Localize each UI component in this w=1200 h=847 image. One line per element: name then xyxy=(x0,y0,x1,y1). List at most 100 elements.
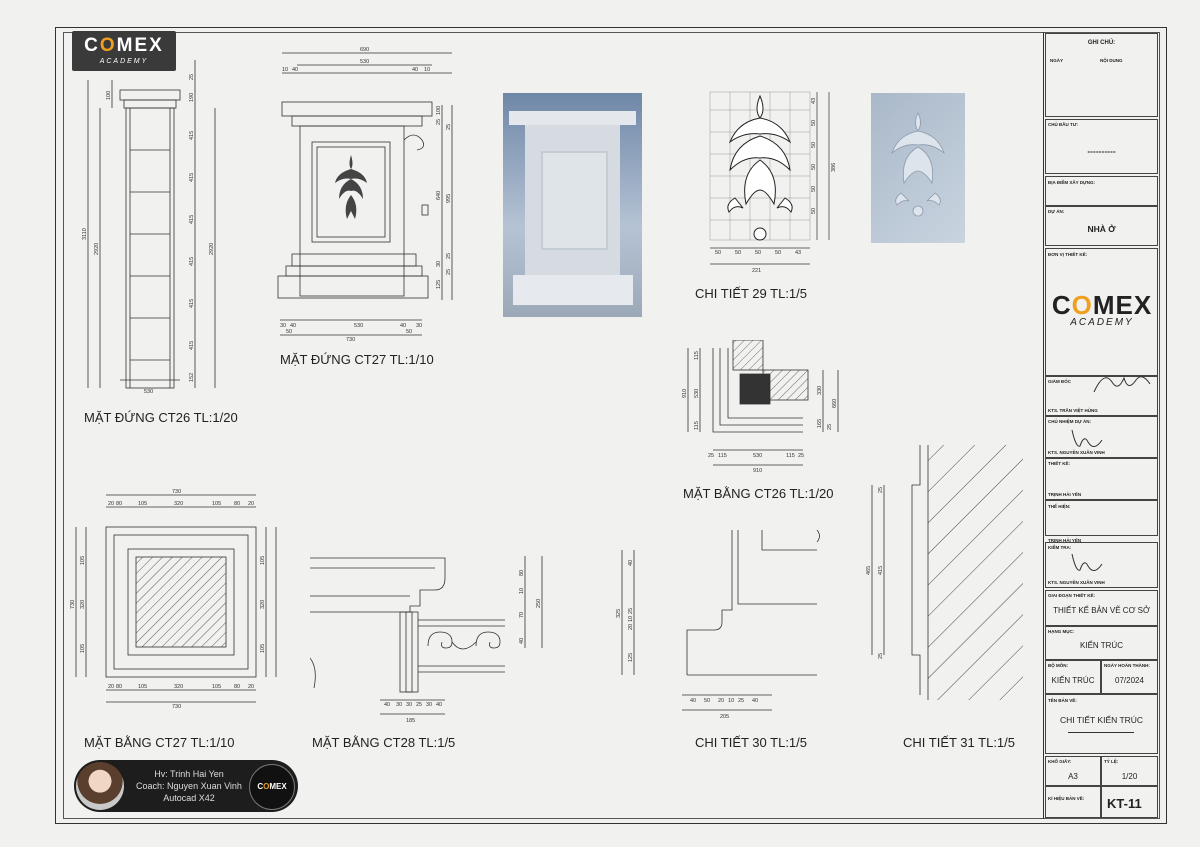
dim-ct27-t40a: 40 xyxy=(292,67,298,73)
dim-ct27p-r105: 105 xyxy=(260,556,266,565)
dim-ct26p-t910: 910 xyxy=(753,468,762,474)
ct26-elevation-drawing: 3110 2920 100 2920 415 415 415 415 415 4… xyxy=(82,60,216,395)
tb-ngay-ht-val: 07/2024 xyxy=(1115,676,1144,685)
dim-ct30-h125: 125 xyxy=(628,653,634,662)
dim-ct29-r50-2: 50 xyxy=(811,142,817,148)
dim-ct27p-bs80b: 80 xyxy=(234,684,240,690)
label-ct31: CHI TIẾT 31 TL:1/5 xyxy=(903,735,1015,750)
dim-ct27-b30b: 30 xyxy=(416,323,422,329)
dim-ct26p-r330: 330 xyxy=(817,386,823,395)
dim-ct27p-bottom-w730: 730 xyxy=(172,704,181,710)
dim-ct28-b30a: 30 xyxy=(396,702,402,708)
tb-dept-box xyxy=(1045,660,1101,694)
tb-drawing-name-box xyxy=(1045,694,1158,754)
render-panel xyxy=(541,151,608,250)
tb-chu-dau-tu-val: ---------- xyxy=(1087,146,1116,156)
dim-ct27-b50b: 50 xyxy=(406,329,412,335)
dim-ct27-b40a: 40 xyxy=(290,323,296,329)
dim-ct31-h415: 415 xyxy=(878,566,884,575)
dim-ct27p-s105b: 105 xyxy=(212,501,221,507)
badge-letter: C xyxy=(257,782,264,791)
tb-ghi-chu: GHI CHÚ: xyxy=(1087,40,1116,46)
dim-ct28-h40: 40 xyxy=(519,638,525,644)
dim-ct27-b530: 530 xyxy=(354,323,363,329)
dim-ct27p-s20b: 20 xyxy=(248,501,254,507)
dim-ct27p-r105b: 105 xyxy=(260,644,266,653)
tb-logo-subtitle: ACADEMY xyxy=(1070,317,1134,328)
dim-ct30-b40: 40 xyxy=(690,698,696,704)
dim-ct26p-t25b: 25 xyxy=(798,453,804,459)
dim-ct29-c50-2: 50 xyxy=(735,250,741,256)
dim-ct26-top1: 25 xyxy=(189,74,195,80)
dim-ct27-r25d: 25 xyxy=(446,269,452,275)
label-ct30: CHI TIẾT 30 TL:1/5 xyxy=(695,735,807,750)
tb-comex-logo: COMEX ACADEMY xyxy=(1048,290,1156,328)
tb-code-box xyxy=(1101,786,1158,818)
label-ct27-elevation: MẶT ĐỨNG CT27 TL:1/10 xyxy=(280,352,434,367)
student-course: Autocad X42 xyxy=(163,793,215,803)
dim-ct31-h465: 465 xyxy=(866,566,872,575)
dim-ct26p-l115a: 115 xyxy=(694,351,700,360)
render-base xyxy=(513,275,633,305)
tb-giam-doc: GIÁM ĐỐC xyxy=(1048,379,1071,384)
dim-ct29-w221: 221 xyxy=(752,268,761,274)
tb-paper-box xyxy=(1045,756,1101,786)
tb-bo-mon: BỘ MÔN: xyxy=(1048,663,1068,668)
dim-ct28-w185: 185 xyxy=(406,718,415,724)
tb-ty-le-val: 1/20 xyxy=(1121,772,1138,781)
ct29-3d-render xyxy=(871,93,965,243)
label-ct26-elevation: MẶT ĐỨNG CT26 TL:1/20 xyxy=(84,410,238,425)
tb-scale-box xyxy=(1101,756,1158,786)
label-ct28-plan: MẶT BẰNG CT28 TL:1/5 xyxy=(312,735,456,750)
dim-ct26-seg-2: 415 xyxy=(189,173,195,182)
dim-ct27-top-total: 690 xyxy=(360,47,369,53)
checker-signature xyxy=(1071,553,1103,571)
tb-kiem-tra: KIỂM TRA: xyxy=(1048,545,1072,550)
tb-giam-doc-name: KTS. TRẦN VIỆT HÙNG xyxy=(1048,408,1098,413)
dim-ct30-h20: 20 xyxy=(628,624,634,630)
tb-ty-le: TỶ LỆ: xyxy=(1104,759,1119,764)
dim-ct27p-s80: 80 xyxy=(116,501,122,507)
tb-project-box xyxy=(1045,206,1158,246)
tb-category-box xyxy=(1045,626,1158,660)
tb-du-an: DỰ ÁN: xyxy=(1048,209,1065,214)
tb-dia-diem: ĐỊA ĐIỂM XÂY DỰNG: xyxy=(1048,180,1095,185)
tb-ki-hieu: KÍ HIỆU BẢN VẼ: xyxy=(1048,796,1085,801)
dim-ct27-t10b: 10 xyxy=(424,67,430,73)
dim-ct26-seg: 415 xyxy=(189,131,195,140)
dim-ct27-r100: 100 xyxy=(436,106,442,115)
dim-ct27p-r320: 320 xyxy=(260,600,266,609)
dim-ct26p-t530: 530 xyxy=(753,453,762,459)
title-block xyxy=(1043,32,1160,819)
tb-kiem-tra-name: KTS. NGUYỄN XUÂN VINH xyxy=(1048,580,1105,585)
dim-ct27p-l730: 730 xyxy=(70,600,76,609)
ct27-plan-drawing: 730 20 80 105 320 105 80 20 20 80 105 32… xyxy=(70,489,277,710)
dim-ct26-seg-3: 415 xyxy=(189,215,195,224)
ct31-detail-drawing: 465 415 25 25 xyxy=(866,445,1023,700)
manager-signature xyxy=(1071,429,1103,447)
tb-giai-doan: GIAI ĐOẠN THIẾT KẾ: xyxy=(1048,593,1095,598)
dim-ct27-r30: 30 xyxy=(436,261,442,267)
tb-logo-letters: MEX xyxy=(1092,290,1153,320)
dim-ct27p-s320: 320 xyxy=(174,501,183,507)
tb-thiet-ke: THIẾT KẾ: xyxy=(1048,461,1070,466)
dim-ct27p-bs105: 105 xyxy=(138,684,147,690)
dim-ct30-b50: 50 xyxy=(704,698,710,704)
tb-don-vi: ĐƠN VỊ THIẾT KẾ: xyxy=(1048,252,1088,257)
tb-code-label-box xyxy=(1045,786,1101,818)
dim-ct27-b30a: 30 xyxy=(280,323,286,329)
dim-ct28-h80: 80 xyxy=(519,570,525,576)
dim-ct27p-bs20b: 20 xyxy=(248,684,254,690)
tb-ten-ban-ve-val: CHI TIẾT KIẾN TRÚC xyxy=(1059,715,1144,725)
dim-ct27p-l105: 105 xyxy=(80,556,86,565)
tb-ngay-ht: NGÀY HOÀN THÀNH: xyxy=(1104,663,1150,668)
dim-ct29-c43: 43 xyxy=(795,250,801,256)
dim-ct29-c50-1: 50 xyxy=(715,250,721,256)
dim-ct27p-s80b: 80 xyxy=(234,501,240,507)
dim-ct28-b40b: 40 xyxy=(436,702,442,708)
tb-designer-box xyxy=(1045,248,1158,376)
dim-ct28-h250: 250 xyxy=(536,599,542,608)
student-coach: Coach: Nguyen Xuan Vinh xyxy=(136,781,242,791)
tb-logo-letter-o: O xyxy=(1071,290,1093,320)
